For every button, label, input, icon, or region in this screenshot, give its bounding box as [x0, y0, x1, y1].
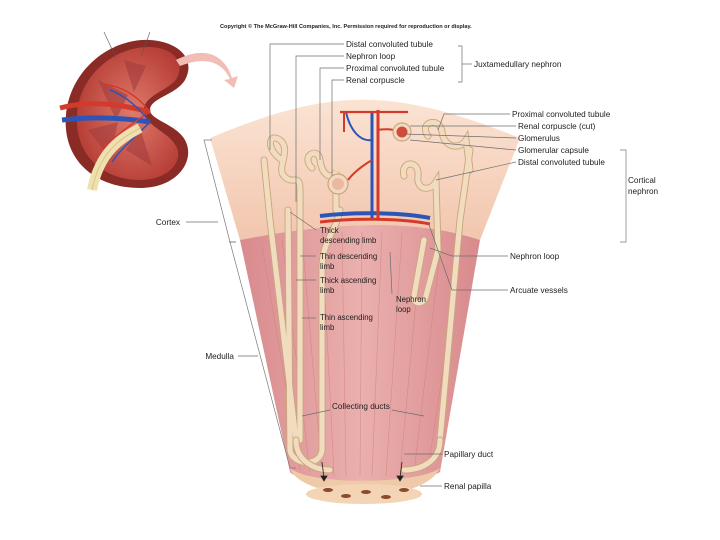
label-glomerulus: Glomerulus — [518, 134, 560, 143]
copyright-notice: Copyright © The McGraw-Hill Companies, I… — [220, 24, 472, 30]
label-thin-ascending-line2: limb — [320, 323, 335, 332]
label-cortical-nephron-line1: Cortical — [628, 176, 656, 185]
label-medulla: Medulla — [205, 352, 234, 361]
label-renal-corpuscle-cut: Renal corpuscle (cut) — [518, 122, 596, 131]
label-thick-descending-line1: Thick — [320, 226, 339, 235]
label-renal-corpuscle: Renal corpuscle — [346, 76, 405, 85]
label-thick-ascending-line2: limb — [320, 286, 335, 295]
flow-arrows — [320, 461, 404, 482]
label-distal-convoluted-tubule-top: Distal convoluted tubule — [346, 40, 433, 49]
label-thick-descending-line2: descending limb — [320, 236, 377, 245]
label-arcuate-vessels: Arcuate vessels — [510, 286, 568, 295]
zoom-arrow — [176, 52, 238, 88]
labels: Distal convoluted tubule Nephron loop Pr… — [156, 40, 659, 491]
label-thin-descending-line2: limb — [320, 262, 335, 271]
label-cortex: Cortex — [156, 218, 180, 227]
label-proximal-convoluted-tubule-top: Proximal convoluted tubule — [346, 64, 445, 73]
label-nephron-loop-right: Nephron loop — [510, 252, 560, 261]
renal-wedge — [210, 99, 520, 504]
renal-corpuscles — [327, 122, 412, 195]
brackets — [186, 139, 627, 469]
label-papillary-duct: Papillary duct — [444, 450, 494, 459]
label-renal-papilla: Renal papilla — [444, 482, 492, 491]
label-glomerular-capsule: Glomerular capsule — [518, 146, 589, 155]
label-distal-convoluted-tubule-right: Distal convoluted tubule — [518, 158, 605, 167]
label-thin-ascending-line1: Thin ascending — [320, 313, 373, 322]
label-proximal-convoluted-tubule-right: Proximal convoluted tubule — [512, 110, 611, 119]
label-nephron-loop-mid-line2: loop — [396, 305, 411, 314]
label-thin-descending-line1: Thin descending — [320, 252, 377, 261]
label-nephron-loop-mid-line1: Nephron — [396, 295, 426, 304]
label-thick-ascending-line1: Thick ascending — [320, 276, 376, 285]
label-collecting-ducts: Collecting ducts — [332, 402, 390, 411]
kidney-thumbnail — [59, 31, 189, 192]
leader-lines — [269, 43, 517, 487]
label-nephron-loop-top: Nephron loop — [346, 52, 396, 61]
label-juxtamedullary-nephron: Juxtamedullary nephron — [474, 60, 562, 69]
label-cortical-nephron-line2: nephron — [628, 187, 658, 196]
